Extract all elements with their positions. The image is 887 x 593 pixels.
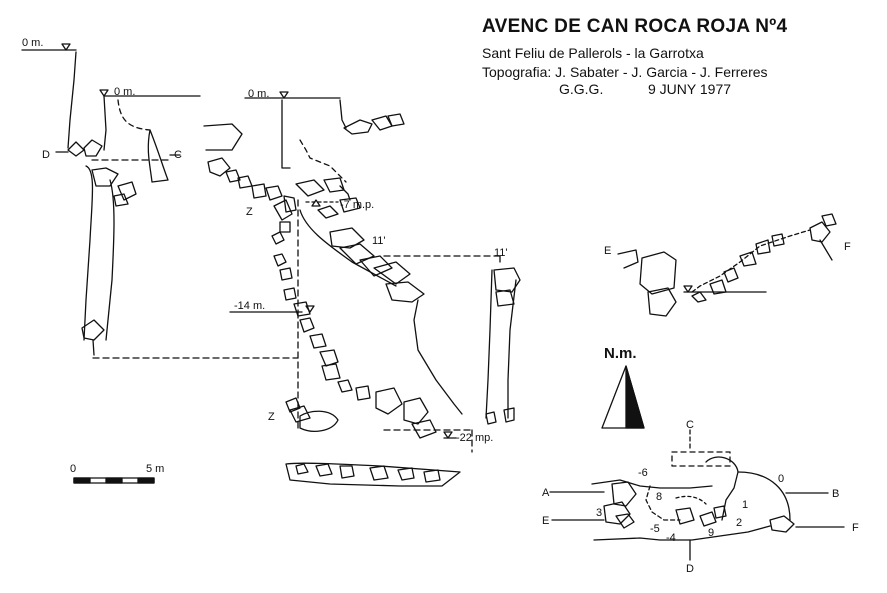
middle-gallery-section [203,91,521,487]
north-arrow-icon [601,365,645,429]
datum-marker-icon [443,431,453,439]
datum-marker-icon [99,89,109,97]
depth-label: -14 m. [234,300,265,312]
survey-date: 9 JUNY 1977 [648,81,732,97]
plan-station: 9 [708,527,714,539]
profile-e-f [617,213,837,317]
north-label: N.m. [604,345,637,362]
datum-marker-icon [279,91,289,99]
plan-letter-f: F [852,522,859,534]
plan-letter-d: D [686,563,694,575]
datum-marker-icon [311,199,321,207]
survey-group: G.G.G. [559,81,604,97]
section-mark-d: D [42,149,50,161]
scale-start: 0 [70,463,76,475]
datum-marker-icon [305,305,315,313]
plan-station: 2 [736,517,742,529]
datum-marker-icon [683,285,693,293]
plan-letter-a: A [542,487,550,499]
depth-label: -22 mp. [456,432,493,444]
plan-view [549,429,845,561]
plan-station: 8 [656,491,662,503]
plan-letter-b: B [832,488,839,500]
left-shaft-section [21,43,299,359]
scale-bar [73,477,155,484]
survey-credits: Topografia: J. Sabater - J. Garcia - J. … [482,64,768,80]
plan-station: 0 [778,473,784,485]
depth-label: 11' [372,235,386,247]
plan-station: 3 [596,507,602,519]
plan-station: 1 [742,499,748,511]
depth-label: -7 m.p. [340,199,374,211]
section-mark-z: Z [246,206,253,218]
plan-station: -5 [650,523,660,535]
zero-label: 0 m. [248,88,269,100]
zero-label: 0 m. [114,86,135,98]
section-mark-c: C [174,149,182,161]
plan-letter-c: C [686,419,694,431]
location-subtitle: Sant Feliu de Pallerols - la Garrotxa [482,45,704,61]
plan-station: -6 [638,467,648,479]
scale-end: 5 m [146,463,164,475]
survey-title: AVENC DE CAN ROCA ROJA Nº4 [482,16,788,37]
section-mark-z: Z [268,411,275,423]
plan-letter-e: E [542,515,549,527]
plan-station: -4 [666,532,676,544]
profile-mark-f: F [844,241,851,253]
zero-label: 0 m. [22,37,43,49]
datum-marker-icon [61,43,71,51]
depth-label: 11' [494,247,508,259]
profile-mark-e: E [604,245,611,257]
